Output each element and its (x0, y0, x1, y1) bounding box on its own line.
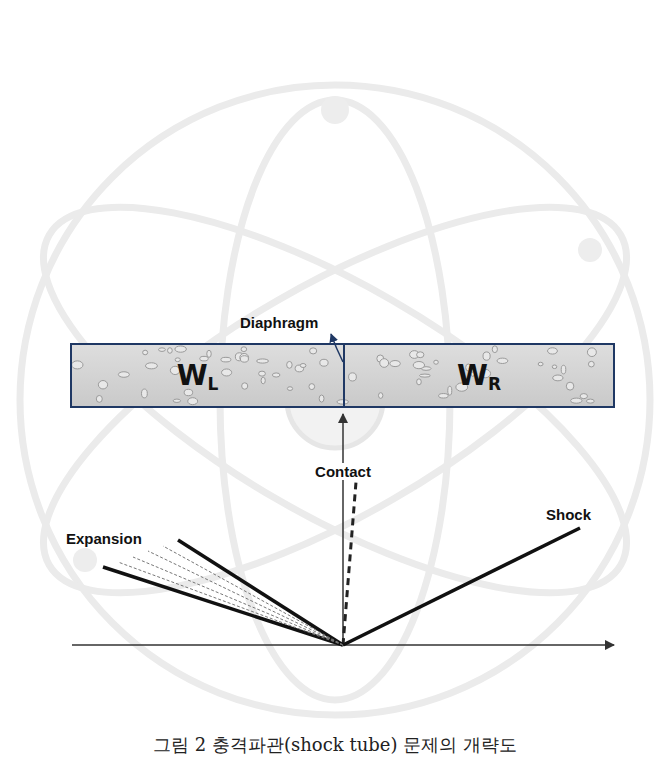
bubble-dot (159, 348, 166, 352)
bubble-dot (240, 356, 248, 362)
bubble-dot (188, 398, 198, 405)
bubble-dot (300, 364, 306, 368)
bubble-dot (349, 373, 357, 381)
bubble-dot (548, 348, 558, 354)
bubble-dot (96, 395, 102, 402)
wave-label: Shock (546, 506, 591, 523)
bubble-dot (98, 381, 107, 389)
bubble-dot (497, 358, 508, 363)
bubble-dot (242, 383, 248, 389)
part-label: Diaphragm (240, 314, 318, 331)
wave-label: Expansion (66, 530, 142, 547)
state-subscript: R (488, 374, 501, 394)
bubble-dot (272, 373, 280, 377)
bubble-dot (417, 352, 424, 358)
bubble-dot (320, 359, 328, 366)
tube-chamber: WR (343, 343, 615, 408)
bubble-dot (118, 372, 129, 378)
bubble-dot (222, 369, 232, 376)
bubble-dot (571, 398, 582, 403)
bubble-dot (142, 389, 148, 398)
bubble-dot (561, 365, 566, 374)
bubble-dot (257, 359, 269, 363)
bubble-dot (580, 394, 587, 399)
bubble-dot (207, 350, 211, 357)
bubble-dot (173, 399, 180, 402)
bubble-dot (319, 395, 324, 402)
bubble-dot (587, 348, 596, 357)
figure-caption: 그림 2 충격파관(shock tube) 문제의 개략도 (0, 733, 670, 757)
bubble-dot (538, 362, 543, 366)
bubble-dot (241, 347, 247, 352)
bubble-dot (378, 393, 382, 399)
bubble-dot (72, 361, 83, 369)
bubble-dot (419, 374, 430, 377)
bubble-dot (143, 350, 148, 355)
tube-chamber: WL (70, 343, 345, 408)
bubble-dot (175, 346, 186, 352)
bubble-dot (287, 361, 292, 368)
bubble-dot (588, 361, 594, 367)
bubble-dot (552, 365, 557, 369)
bubble-dot (310, 348, 317, 354)
bubble-dot (309, 384, 315, 390)
bubble-dot (413, 361, 424, 368)
bubble-dot (439, 394, 449, 398)
bubble-dot (553, 375, 563, 381)
bubble-dot (390, 361, 401, 367)
bubble-dot (168, 348, 173, 354)
state-symbol: W (457, 359, 488, 392)
bubble-dot (448, 386, 452, 395)
wave-label: Contact (313, 463, 373, 480)
state-symbol: W (177, 359, 208, 392)
bubble-dot (259, 371, 266, 376)
bubble-dot (287, 387, 292, 391)
bubble-dot (586, 399, 594, 403)
bubble-dot (380, 359, 389, 368)
bubble-dot (483, 352, 490, 360)
bubble-dot (492, 346, 497, 353)
state-subscript: L (208, 374, 219, 394)
bubble-dot (417, 379, 422, 385)
bubble-dot (566, 382, 574, 390)
bubble-dot (261, 377, 265, 384)
bubble-dot (434, 360, 439, 364)
bubble-dot (240, 353, 249, 361)
bubble-dot (145, 363, 157, 369)
bubble-dot (221, 357, 231, 362)
